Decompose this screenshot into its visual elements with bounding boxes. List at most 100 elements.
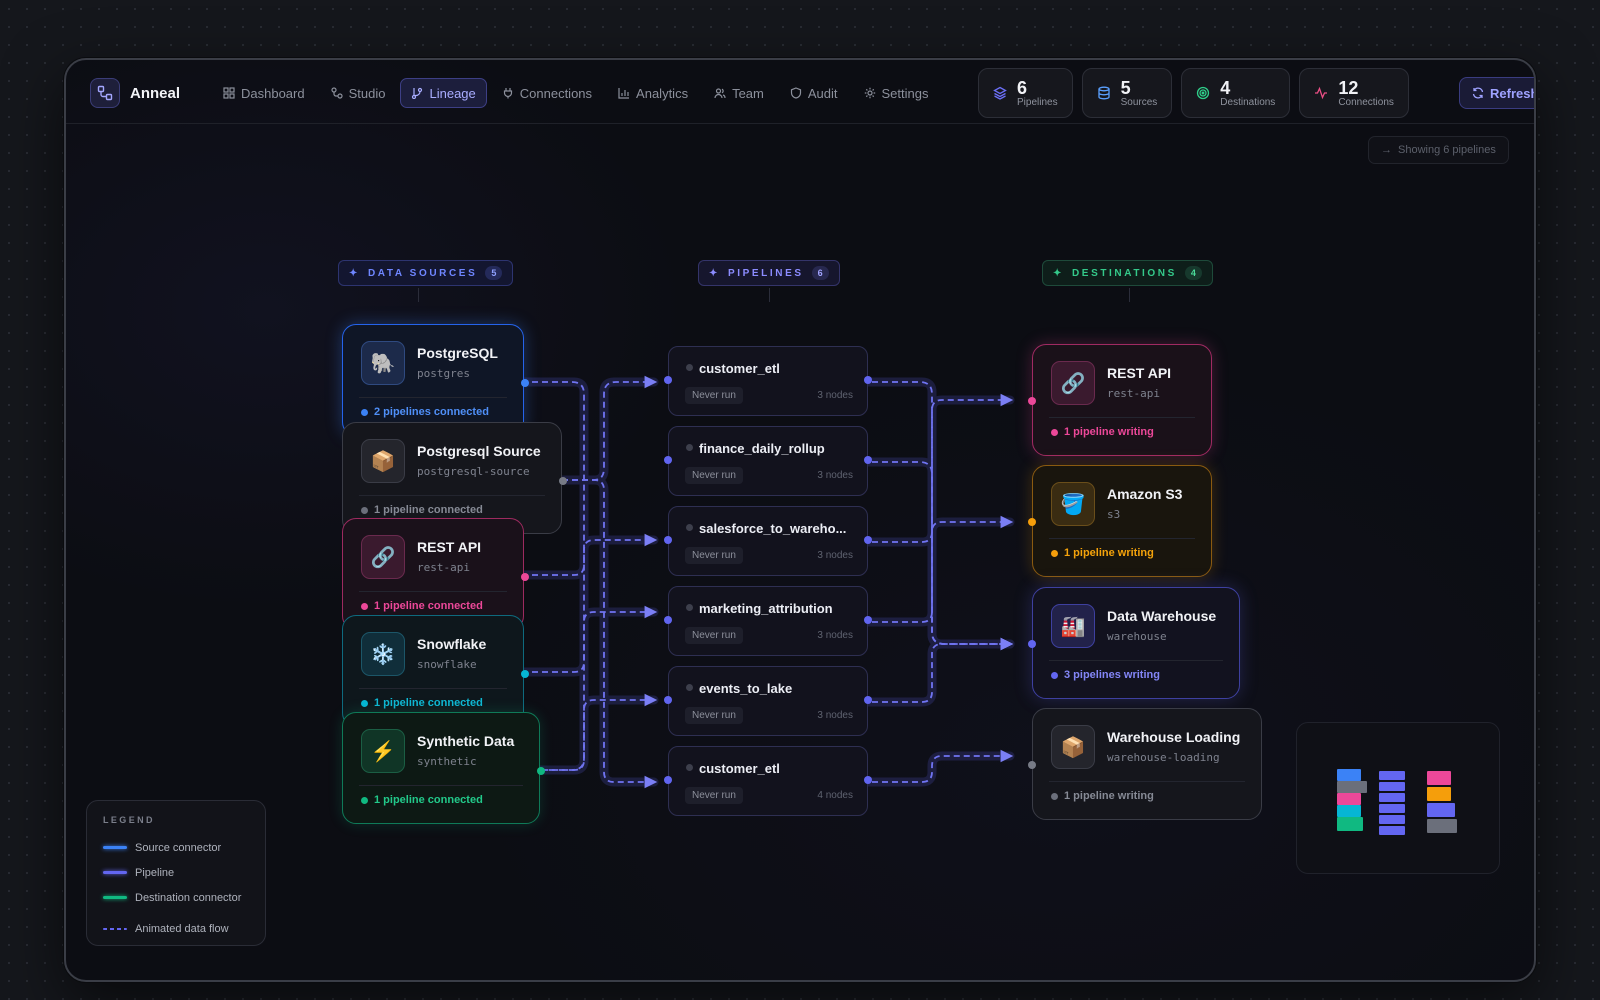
output-port[interactable] — [864, 536, 872, 544]
minimap-node — [1427, 771, 1451, 785]
output-port[interactable] — [521, 379, 529, 387]
output-port[interactable] — [864, 616, 872, 624]
output-port[interactable] — [864, 376, 872, 384]
nav-audit[interactable]: Audit — [779, 78, 849, 108]
pipeline-node[interactable]: marketing_attribution Never run 3 nodes — [664, 586, 872, 656]
refresh-button[interactable]: Refresh — [1459, 77, 1534, 109]
output-port[interactable] — [559, 477, 567, 485]
pipeline-node[interactable]: events_to_lake Never run 3 nodes — [664, 666, 872, 736]
status-dot — [361, 506, 368, 514]
source-node-postgresql-source[interactable]: 📦 Postgresql Source postgresql-source 1 … — [342, 422, 567, 534]
shield-icon — [790, 87, 801, 99]
column-connector — [769, 288, 770, 302]
pipeline-title: finance_daily_rollup — [699, 441, 825, 456]
input-port[interactable] — [664, 776, 672, 784]
source-node-rest-api[interactable]: 🔗 REST API rest-api 1 pipeline connected — [342, 518, 529, 630]
nav-team[interactable]: Team — [703, 78, 775, 108]
node-footer: 1 pipeline writing — [1051, 426, 1154, 438]
brand[interactable]: Anneal — [90, 78, 180, 108]
node-footer-label: 1 pipeline connected — [374, 697, 483, 709]
input-port[interactable] — [664, 616, 672, 624]
minimap-node — [1427, 787, 1451, 801]
minimap-node — [1337, 793, 1361, 805]
minimap-node — [1337, 805, 1361, 817]
nav-lineage[interactable]: Lineage — [400, 78, 487, 108]
source-node-postgresql[interactable]: 🐘 PostgreSQL postgres 2 pipelines connec… — [342, 324, 529, 436]
input-port[interactable] — [1028, 761, 1036, 769]
top-bar: Anneal Dashboard Studio Lineage Connecti… — [66, 60, 1534, 124]
nav-connections[interactable]: Connections — [491, 78, 603, 108]
node-footer-label: 1 pipeline connected — [374, 504, 483, 516]
legend-item: Source connector — [103, 835, 249, 860]
column-count-badge: 5 — [485, 266, 503, 280]
pipeline-node[interactable]: customer_etl Never run 3 nodes — [664, 346, 872, 416]
node-footer: 1 pipeline writing — [1051, 790, 1154, 802]
nav-settings[interactable]: Settings — [853, 78, 940, 108]
showing-label: Showing 6 pipelines — [1398, 144, 1496, 156]
source-node-synthetic-data[interactable]: ⚡ Synthetic Data synthetic 1 pipeline co… — [342, 712, 545, 824]
minimap-node — [1379, 782, 1405, 791]
node-subtitle: s3 — [1107, 508, 1121, 521]
input-port[interactable] — [1028, 518, 1036, 526]
output-port[interactable] — [864, 696, 872, 704]
node-subtitle: rest-api — [417, 561, 470, 574]
nav-analytics[interactable]: Analytics — [607, 78, 699, 108]
node-footer-label: 1 pipeline writing — [1064, 547, 1154, 559]
minimap-node — [1427, 819, 1457, 833]
status-dot — [1051, 549, 1058, 557]
nav-studio[interactable]: Studio — [320, 78, 397, 108]
output-port[interactable] — [864, 776, 872, 784]
minimap-node — [1427, 803, 1455, 817]
input-port[interactable] — [664, 536, 672, 544]
pipeline-node[interactable]: customer_etl Never run 4 nodes — [664, 746, 872, 816]
output-port[interactable] — [521, 670, 529, 678]
stat-label: Destinations — [1220, 96, 1276, 108]
minimap-node — [1337, 769, 1361, 781]
node-divider — [359, 495, 545, 496]
stat-value: 6 — [1017, 77, 1028, 98]
nav-label: Lineage — [429, 85, 476, 101]
destination-node-data-warehouse[interactable]: 🏭 Data Warehouse warehouse 3 pipelines w… — [1028, 587, 1240, 699]
pipeline-status-tag: Never run — [685, 467, 743, 484]
pipeline-node[interactable]: salesforce_to_wareho... Never run 3 node… — [664, 506, 872, 576]
output-port[interactable] — [537, 767, 545, 775]
node-divider — [1049, 781, 1245, 782]
input-port[interactable] — [664, 376, 672, 384]
snowflake-icon: ❄️ — [361, 632, 405, 676]
destination-node-rest-api[interactable]: 🔗 REST API rest-api 1 pipeline writing — [1028, 344, 1212, 456]
status-dot — [686, 364, 693, 371]
input-port[interactable] — [664, 456, 672, 464]
pipeline-node-count: 3 nodes — [817, 630, 853, 641]
node-title: REST API — [417, 539, 482, 555]
pipeline-node[interactable]: finance_daily_rollup Never run 3 nodes — [664, 426, 872, 496]
workflow-icon — [331, 87, 343, 99]
column-header-label: PIPELINES — [727, 267, 804, 279]
input-port[interactable] — [1028, 640, 1036, 648]
source-node-snowflake[interactable]: ❄️ Snowflake snowflake 1 pipeline connec… — [342, 615, 529, 727]
minimap[interactable] — [1296, 722, 1500, 874]
stat-value: 5 — [1120, 77, 1131, 98]
destination-node-warehouse-loading[interactable]: 📦 Warehouse Loading warehouse-loading 1 … — [1028, 708, 1262, 820]
node-subtitle: warehouse — [1107, 630, 1167, 643]
bolt-icon: ⚡ — [361, 729, 405, 773]
destination-node-amazon-s3[interactable]: 🪣 Amazon S3 s3 1 pipeline writing — [1028, 465, 1212, 577]
pipeline-title: customer_etl — [699, 761, 780, 776]
bar-chart-icon — [618, 88, 630, 99]
input-port[interactable] — [1028, 397, 1036, 405]
app-name: Anneal — [130, 84, 181, 102]
pipeline-title: salesforce_to_wareho... — [699, 521, 847, 536]
nav-dashboard[interactable]: Dashboard — [212, 78, 316, 108]
input-port[interactable] — [664, 696, 672, 704]
column-header-label: DATA SOURCES — [367, 267, 478, 279]
node-divider — [1049, 660, 1223, 661]
main-nav: Dashboard Studio Lineage Connections Ana… — [212, 78, 940, 108]
pipeline-node-count: 3 nodes — [817, 470, 853, 481]
pipeline-title: marketing_attribution — [699, 601, 833, 616]
nav-label: Dashboard — [241, 85, 305, 101]
output-port[interactable] — [521, 573, 529, 581]
output-port[interactable] — [864, 456, 872, 464]
